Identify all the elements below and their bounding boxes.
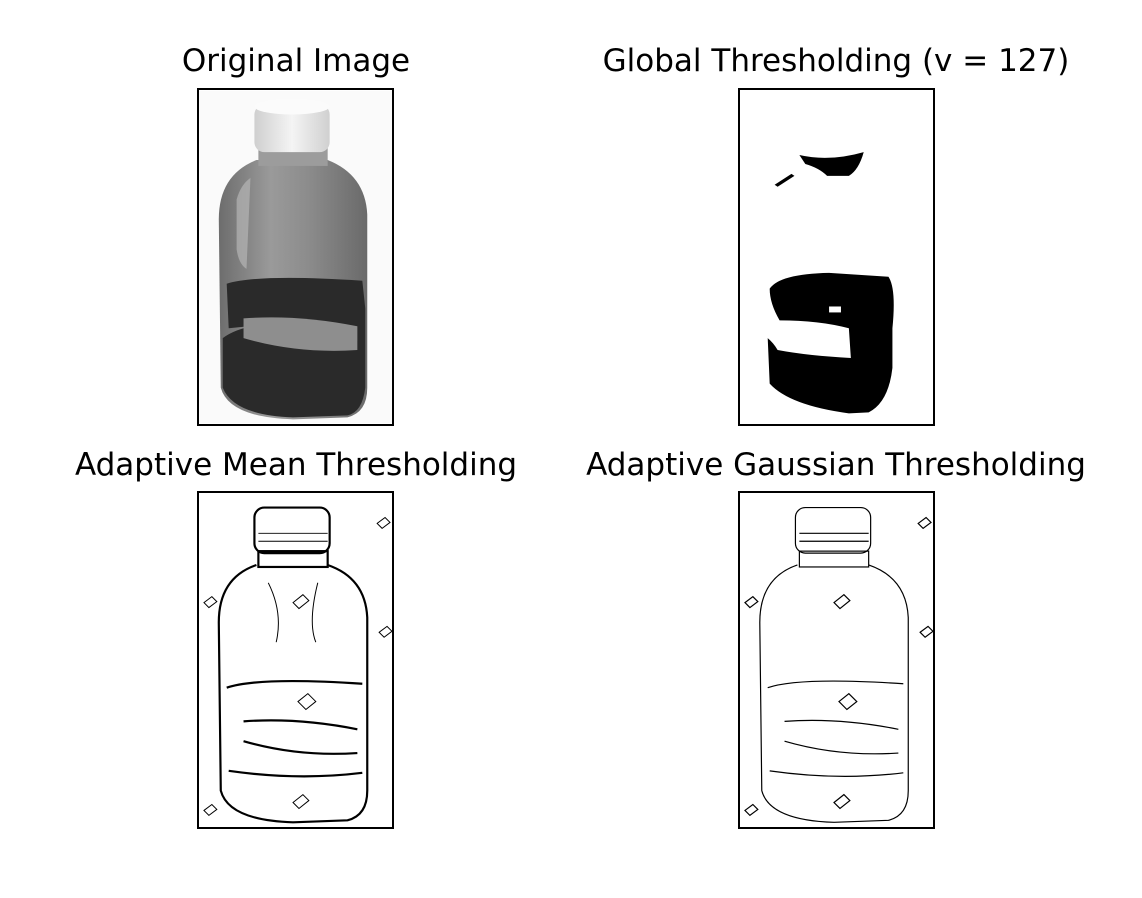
panel-adaptive-mean bbox=[197, 491, 394, 829]
global-threshold-image bbox=[740, 90, 933, 424]
panel-title-original: Original Image bbox=[181, 43, 411, 79]
panel-title-global: Global Thresholding (v = 127) bbox=[602, 43, 1070, 79]
adaptive-gaussian-image bbox=[740, 493, 933, 827]
panel-global-threshold bbox=[738, 88, 935, 426]
original-bottle-image bbox=[199, 90, 392, 424]
panel-title-adaptive-gaussian: Adaptive Gaussian Thresholding bbox=[586, 447, 1086, 483]
panel-title-adaptive-mean: Adaptive Mean Thresholding bbox=[74, 447, 518, 483]
adaptive-mean-image bbox=[199, 493, 392, 827]
panel-original-image bbox=[197, 88, 394, 426]
panel-adaptive-gaussian bbox=[738, 491, 935, 829]
